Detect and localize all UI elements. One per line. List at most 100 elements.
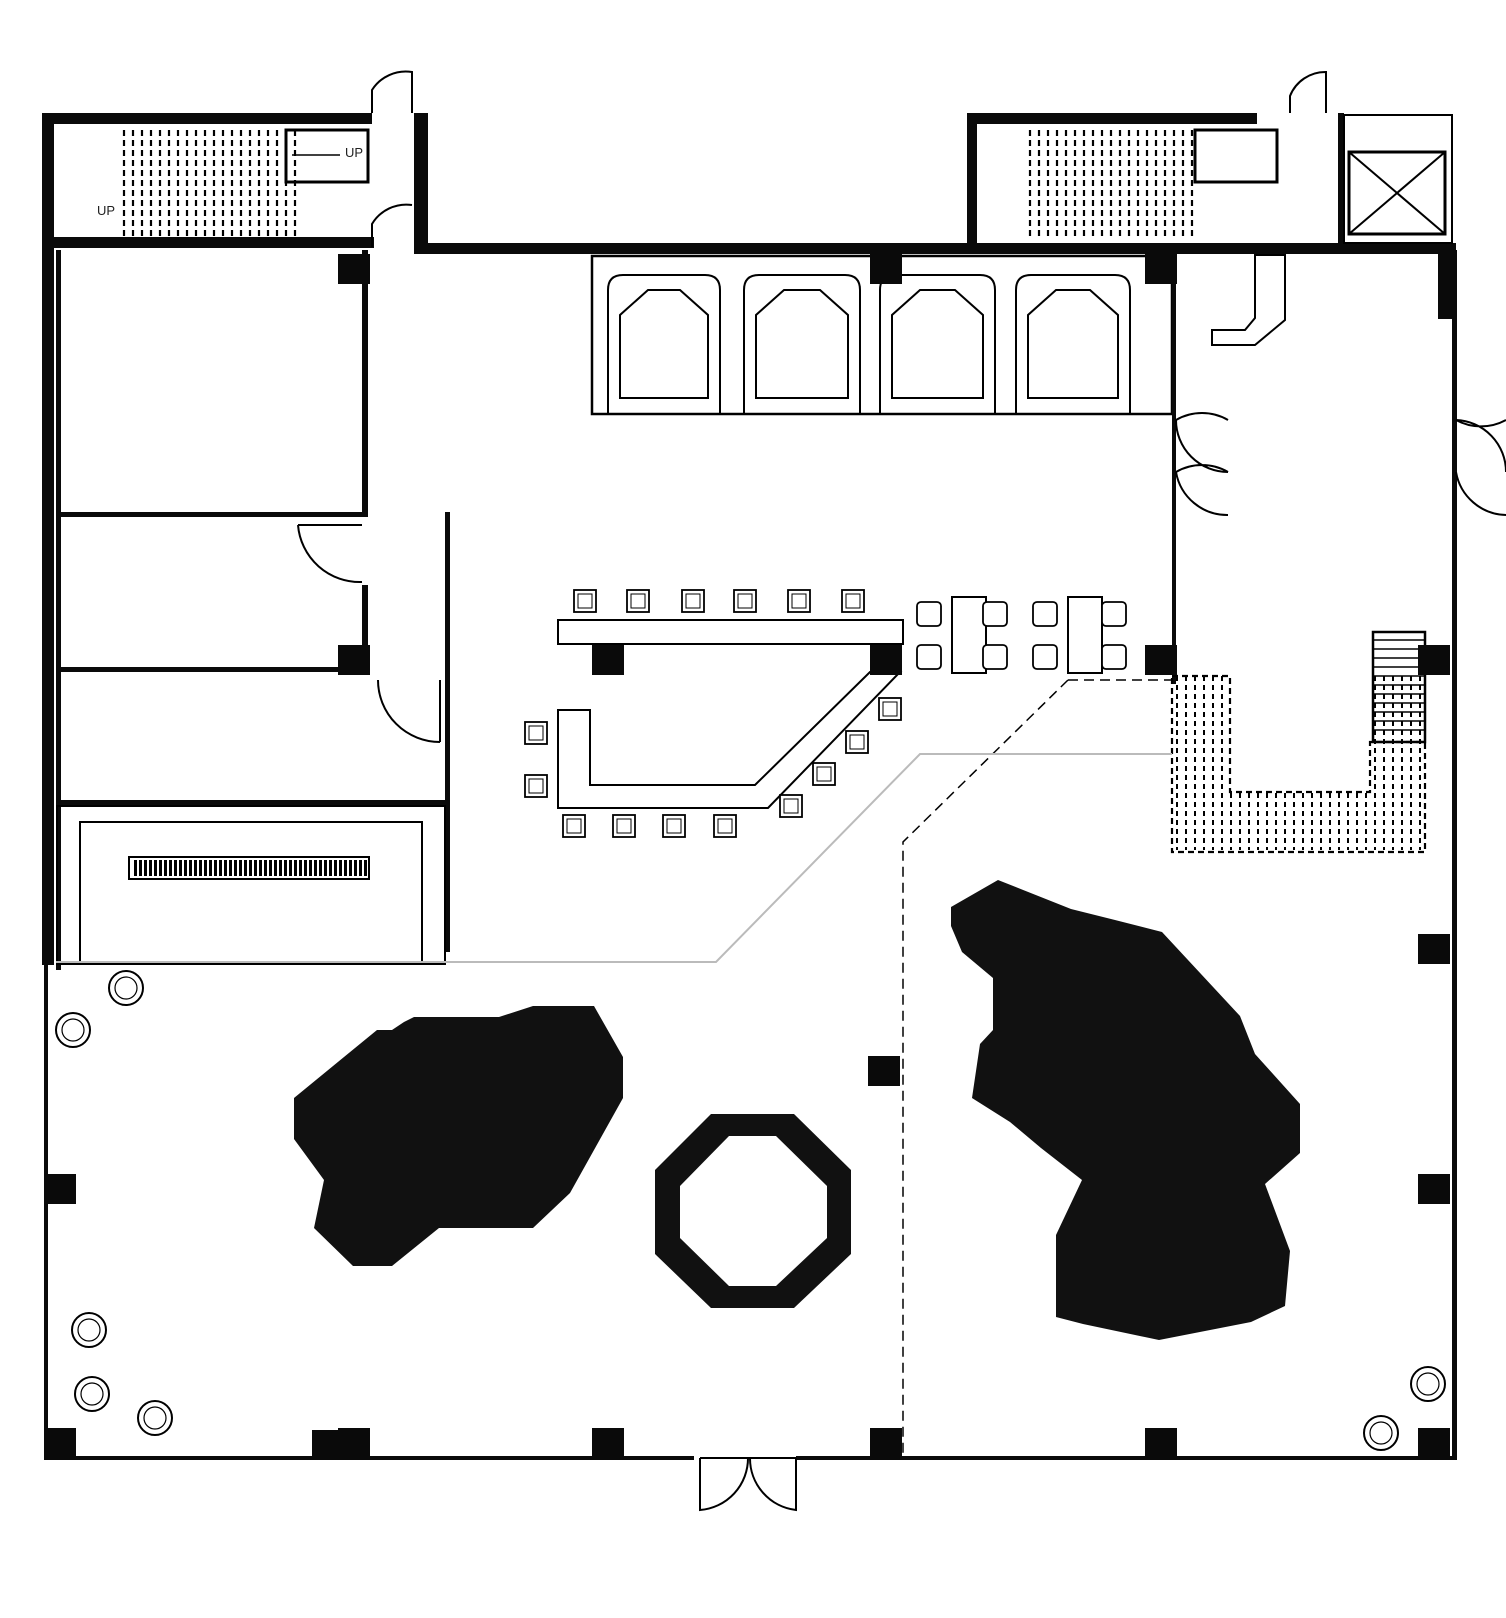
rack-bar <box>209 860 212 876</box>
bar-stool-seat <box>577 593 593 609</box>
table-chair <box>982 601 1008 627</box>
rack-bar <box>244 860 247 876</box>
bar-stool <box>524 721 548 745</box>
entrance-doors[interactable] <box>699 1457 797 1512</box>
rack-bar <box>274 860 277 876</box>
rack-bar <box>199 860 202 876</box>
rack-bar <box>319 860 322 876</box>
bar-stool <box>787 589 811 613</box>
rack-bar <box>359 860 362 876</box>
bar-stool-seat <box>685 593 701 609</box>
rack-bar <box>144 860 147 876</box>
rack-bar <box>269 860 272 876</box>
bar-stool <box>845 730 869 754</box>
octagon-kiosk <box>655 1114 851 1308</box>
lounge-chair-seat <box>80 1382 104 1406</box>
table-chair <box>916 601 942 627</box>
stair-landing <box>1230 676 1370 792</box>
lounge-chair <box>1363 1415 1399 1451</box>
lounge-chair-seat <box>1416 1372 1440 1396</box>
storage-rack <box>128 856 370 880</box>
lounge-chair <box>74 1376 110 1412</box>
rack-bar <box>304 860 307 876</box>
bar-stool-seat <box>717 818 733 834</box>
column <box>338 1428 370 1458</box>
column <box>870 254 902 284</box>
rack-bar <box>234 860 237 876</box>
table-chair <box>1032 644 1058 670</box>
table-chair <box>982 644 1008 670</box>
lounge-chair <box>108 970 144 1006</box>
elevator-shaft <box>1347 150 1447 236</box>
rack-bar <box>349 860 352 876</box>
bar-stool <box>524 774 548 798</box>
rack-bar <box>169 860 172 876</box>
stair-outline <box>1170 674 1427 854</box>
rack-bar <box>324 860 327 876</box>
rack-bar <box>134 860 137 876</box>
rack-bar <box>204 860 207 876</box>
rack-bar <box>174 860 177 876</box>
lounge-chair-seat <box>114 976 138 1000</box>
rack-bar <box>299 860 302 876</box>
rack-bar <box>314 860 317 876</box>
bar-stool-seat <box>528 725 544 741</box>
bar-stool <box>573 589 597 613</box>
structural-columns <box>44 254 1450 1460</box>
booth-seat <box>1027 289 1119 399</box>
bar-stool-seat <box>566 818 582 834</box>
column <box>868 1056 900 1086</box>
rack-bar <box>294 860 297 876</box>
lounge-chair <box>55 1012 91 1048</box>
bar-stool-seat <box>737 593 753 609</box>
rack-bar <box>279 860 282 876</box>
bar-stool <box>713 814 737 838</box>
rack-bar <box>194 860 197 876</box>
booth <box>1015 274 1131 414</box>
booth-seat <box>891 289 984 399</box>
stair-up-label: UP <box>97 203 115 218</box>
rack-bar <box>184 860 187 876</box>
rack-bar <box>154 860 157 876</box>
column <box>44 1174 76 1204</box>
bar-stool-seat <box>791 593 807 609</box>
column <box>1418 1428 1450 1458</box>
lounge-chair-seat <box>143 1406 167 1430</box>
door-top-left[interactable] <box>371 70 413 247</box>
rack-bar <box>329 860 332 876</box>
column <box>870 1428 902 1458</box>
table-chair <box>1101 644 1127 670</box>
rack-bar <box>339 860 342 876</box>
column <box>592 645 624 675</box>
lounge-chair <box>137 1400 173 1436</box>
door-top-right[interactable] <box>1289 70 1327 113</box>
bar-stool-seat <box>666 818 682 834</box>
planter-right <box>951 880 1300 1340</box>
table-chair <box>916 644 942 670</box>
bar-stool-seat <box>816 766 832 782</box>
rack-bar <box>214 860 217 876</box>
lounge-chair <box>71 1312 107 1348</box>
bar-stool <box>626 589 650 613</box>
column <box>338 254 370 284</box>
stair-right <box>1170 630 1427 854</box>
booth <box>879 274 996 414</box>
bar-stool-seat <box>630 593 646 609</box>
booth <box>743 274 861 414</box>
rack-bar <box>164 860 167 876</box>
column <box>1145 1428 1177 1458</box>
rack-bar <box>249 860 252 876</box>
stair-top-left: UP UP <box>97 128 370 238</box>
bar-stool-seat <box>845 593 861 609</box>
dining-tables <box>916 596 1127 674</box>
rack-bar <box>189 860 192 876</box>
bar-stool-seat <box>783 798 799 814</box>
column <box>1418 645 1450 675</box>
rack-bar <box>344 860 347 876</box>
bar-stool <box>878 697 902 721</box>
bar-stool-seat <box>616 818 632 834</box>
table-chair <box>1101 601 1127 627</box>
booth-seat <box>755 289 849 399</box>
lounge-chairs <box>55 970 1446 1451</box>
